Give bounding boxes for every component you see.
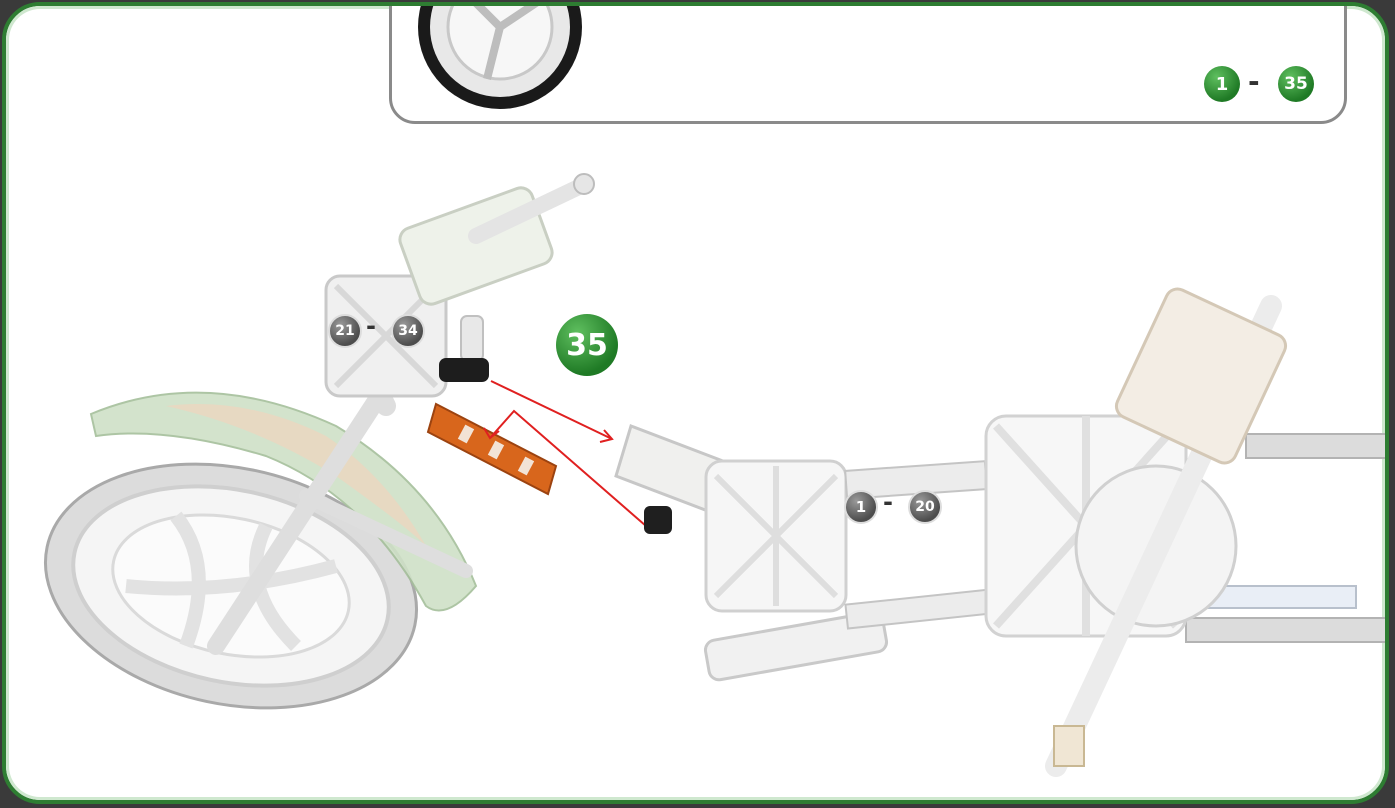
chassis-range-start-badge: 1 [844, 490, 878, 524]
chassis-range-end-badge: 20 [908, 490, 942, 524]
chassis-front-piece [616, 426, 888, 681]
chassis-rear-hub [986, 285, 1289, 766]
front-range-start-badge: 21 [328, 314, 362, 348]
assembly-illustration [6, 6, 1389, 804]
front-range-end-badge: 34 [391, 314, 425, 348]
orange-part [428, 404, 556, 494]
black-connector [439, 358, 489, 382]
front-range-separator: - [366, 312, 376, 340]
step-number-badge: 35 [556, 314, 618, 376]
chassis-range-separator: - [883, 488, 893, 516]
